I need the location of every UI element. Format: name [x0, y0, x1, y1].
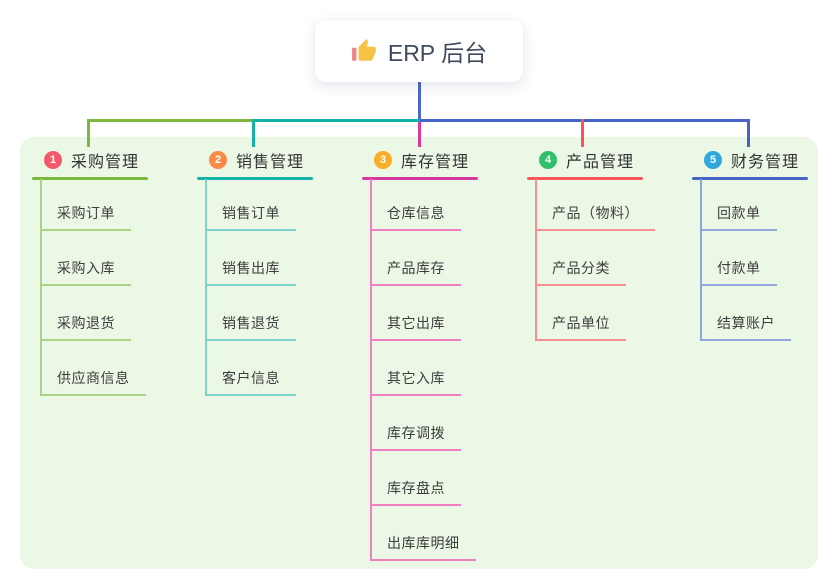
- node-warehouse-info[interactable]: 仓库信息: [370, 176, 476, 231]
- branch-title: 财务管理: [731, 154, 800, 171]
- node-purchase-inbound[interactable]: 采购入库: [40, 231, 146, 286]
- branch-underline: [692, 177, 808, 180]
- node-payment-doc[interactable]: 付款单: [700, 231, 791, 286]
- branch-purchase-management: 1 采购管理 采购订单 采购入库 采购退货 供应商信息: [32, 148, 197, 396]
- node-stock-transfer[interactable]: 库存调拨: [370, 396, 476, 451]
- branches-panel: [20, 137, 818, 569]
- node-purchase-order[interactable]: 采购订单: [40, 176, 146, 231]
- node-product-unit[interactable]: 产品单位: [535, 286, 655, 341]
- node-sales-order[interactable]: 销售订单: [205, 176, 296, 231]
- branch-finance-management: 5 财务管理 回款单 付款单 结算账户: [692, 148, 839, 341]
- branch-node-purchase[interactable]: 1 采购管理: [32, 148, 197, 172]
- branch-child-connector: [40, 179, 42, 396]
- node-supplier-info[interactable]: 供应商信息: [40, 341, 146, 396]
- badge-1-icon: 1: [44, 151, 62, 169]
- branch-title: 库存管理: [401, 154, 470, 171]
- badge-5-icon: 5: [704, 151, 722, 169]
- branch-underline: [527, 177, 643, 180]
- branch-title: 产品管理: [566, 154, 635, 171]
- node-sales-return[interactable]: 销售退货: [205, 286, 296, 341]
- branch-node-inventory[interactable]: 3 库存管理: [362, 148, 527, 172]
- branch-title: 采购管理: [71, 154, 140, 171]
- connector-horizontal-purchase: [87, 119, 254, 122]
- branch-sales-management: 2 销售管理 销售订单 销售出库 销售退货 客户信息: [197, 148, 362, 396]
- branch-underline: [32, 177, 148, 180]
- node-purchase-return[interactable]: 采购退货: [40, 286, 146, 341]
- node-settlement-account[interactable]: 结算账户: [700, 286, 791, 341]
- connector-drop-purchase: [87, 119, 90, 147]
- connector-horizontal-sales: [252, 119, 420, 122]
- branch-child-connector: [535, 179, 537, 341]
- node-product-stock[interactable]: 产品库存: [370, 231, 476, 286]
- connector-horizontal-right: [420, 119, 750, 122]
- connector-drop-product: [581, 119, 584, 147]
- branch-child-connector: [700, 179, 702, 341]
- branch-underline: [197, 177, 313, 180]
- branch-node-finance[interactable]: 5 财务管理: [692, 148, 839, 172]
- branch-product-management: 4 产品管理 产品（物料） 产品分类 产品单位: [527, 148, 692, 341]
- connector-root-vertical: [418, 82, 421, 121]
- branch-child-connector: [205, 179, 207, 396]
- badge-4-icon: 4: [539, 151, 557, 169]
- node-product-material[interactable]: 产品（物料）: [535, 176, 655, 231]
- thumbs-up-icon: [351, 38, 377, 64]
- node-receipt-doc[interactable]: 回款单: [700, 176, 791, 231]
- node-other-inbound[interactable]: 其它入库: [370, 341, 476, 396]
- branch-child-connector: [370, 179, 372, 561]
- node-outbound-detail[interactable]: 出库库明细: [370, 506, 476, 561]
- node-customer-info[interactable]: 客户信息: [205, 341, 296, 396]
- branch-node-sales[interactable]: 2 销售管理: [197, 148, 362, 172]
- node-product-category[interactable]: 产品分类: [535, 231, 655, 286]
- badge-2-icon: 2: [209, 151, 227, 169]
- badge-3-icon: 3: [374, 151, 392, 169]
- branch-node-product[interactable]: 4 产品管理: [527, 148, 692, 172]
- node-stock-taking[interactable]: 库存盘点: [370, 451, 476, 506]
- connector-drop-sales: [252, 119, 255, 147]
- node-other-outbound[interactable]: 其它出库: [370, 286, 476, 341]
- branch-inventory-management: 3 库存管理 仓库信息 产品库存 其它出库 其它入库 库存调拨 库存盘点 出库库…: [362, 148, 527, 561]
- connector-drop-inventory: [418, 122, 421, 147]
- branch-title: 销售管理: [236, 154, 305, 171]
- branch-underline: [362, 177, 478, 180]
- root-title: ERP 后台: [387, 40, 488, 66]
- connector-drop-finance: [747, 119, 750, 147]
- root-node[interactable]: ERP 后台: [315, 20, 523, 82]
- node-sales-outbound[interactable]: 销售出库: [205, 231, 296, 286]
